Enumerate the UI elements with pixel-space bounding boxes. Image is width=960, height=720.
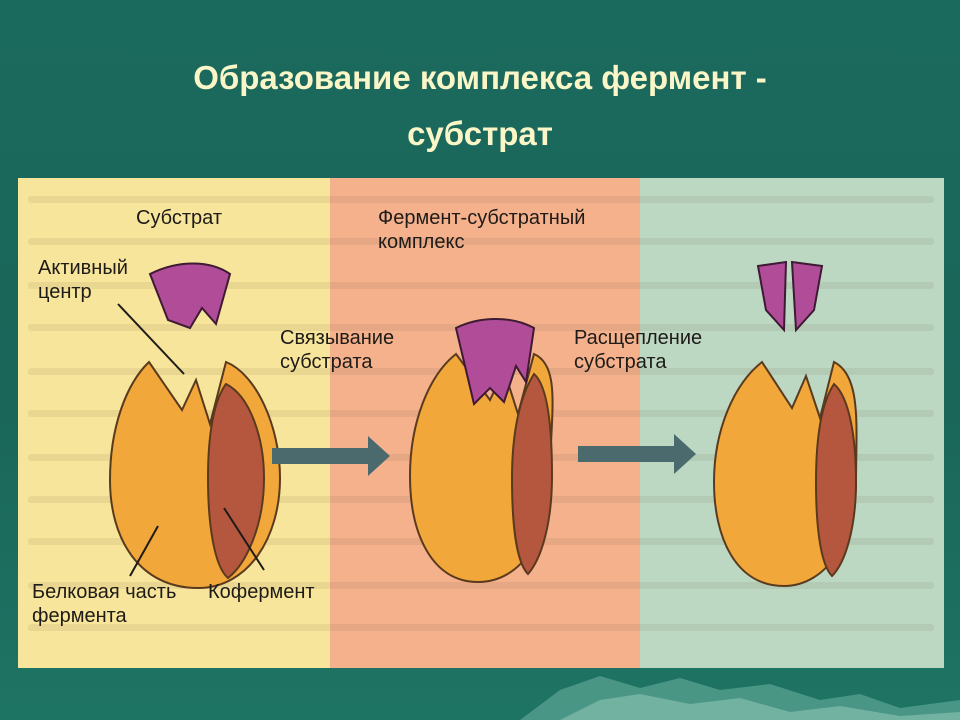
cleavage-label-line-1: Расщепление bbox=[574, 327, 703, 349]
coenzyme-body bbox=[206, 382, 266, 580]
active-center-pointer bbox=[117, 303, 185, 375]
slide-title: Образование комплекса фермент - субстрат bbox=[60, 50, 900, 162]
binding-label-line-1: Связывание bbox=[280, 327, 395, 349]
enzyme-free bbox=[108, 360, 282, 590]
slide-title-line-2: субстрат bbox=[407, 115, 553, 152]
complex-label-line-2: комплекс bbox=[378, 231, 465, 253]
binding-arrow bbox=[272, 436, 390, 476]
cleavage-label-line-2: субстрата bbox=[574, 351, 667, 373]
cleavage-arrow bbox=[578, 434, 696, 474]
enzyme-substrate-figure: Субстрат Активный центр Связывание субст… bbox=[18, 178, 944, 668]
released-coenzyme-body bbox=[814, 382, 858, 578]
enzyme-substrate-complex bbox=[408, 318, 554, 584]
substrate-free bbox=[148, 262, 232, 330]
substrate-label: Субстрат bbox=[136, 207, 223, 229]
active-center-label-line-1: Активный bbox=[38, 257, 128, 279]
substrate-fragment-left bbox=[756, 260, 788, 333]
complex-substrate bbox=[454, 318, 536, 406]
enzyme-diagram bbox=[108, 260, 858, 590]
slide-title-line-1: Образование комплекса фермент - bbox=[193, 59, 767, 96]
coenzyme-pointer bbox=[223, 507, 265, 571]
substrate-fragment-right bbox=[790, 260, 824, 333]
coenzyme-label: Кофермент bbox=[208, 581, 315, 603]
enzyme-released bbox=[712, 360, 858, 588]
protein-part-label-line-2: фермента bbox=[32, 605, 127, 627]
protein-part-label-line-1: Белковая часть bbox=[32, 581, 177, 603]
protein-part-pointer bbox=[129, 525, 159, 577]
complex-label-line-1: Фермент-субстратный bbox=[378, 207, 586, 229]
active-center-label-line-2: центр bbox=[38, 281, 92, 303]
complex-coenzyme-body bbox=[510, 372, 554, 576]
binding-label-line-2: субстрата bbox=[280, 351, 373, 373]
